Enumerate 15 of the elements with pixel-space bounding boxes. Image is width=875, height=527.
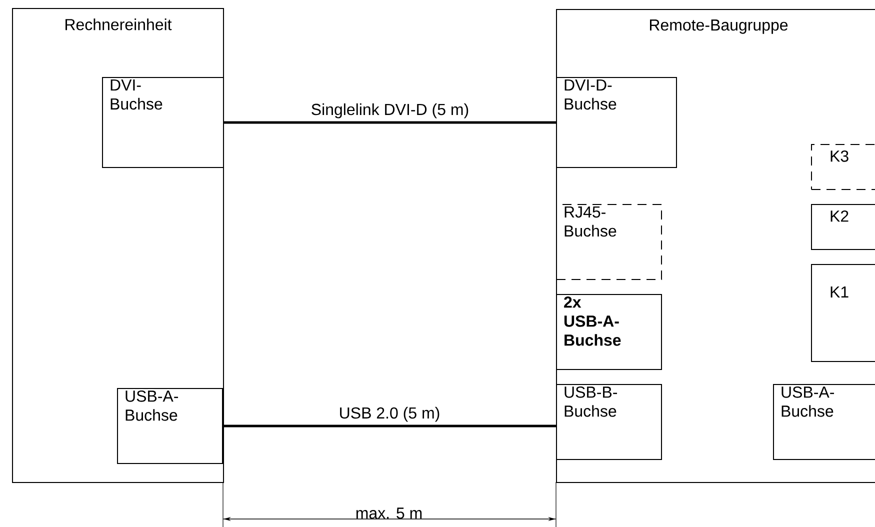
socket-box: RJ45-Buchse	[556, 204, 662, 280]
cable-line	[223, 424, 556, 428]
component-box: K3	[811, 144, 875, 190]
socket-box: 2x USB-A-Buchse	[556, 294, 662, 370]
edge-label: Singlelink DVI-D (5 m)	[310, 102, 470, 120]
edge-label: USB 2.0 (5 m)	[338, 406, 442, 423]
socket-box: USB-A-Buchse	[117, 388, 223, 464]
socket-box: DVI-D-Buchse	[556, 77, 677, 168]
socket-box: USB-B-Buchse	[556, 384, 662, 460]
component-box: K2	[811, 204, 875, 250]
cable-line	[224, 121, 556, 124]
component-box: K1	[811, 264, 875, 362]
socket-box: USB-A-Buchse	[773, 384, 875, 460]
socket-box: DVI-Buchse	[102, 77, 224, 168]
dimension-label: max. 5 m	[356, 508, 422, 519]
